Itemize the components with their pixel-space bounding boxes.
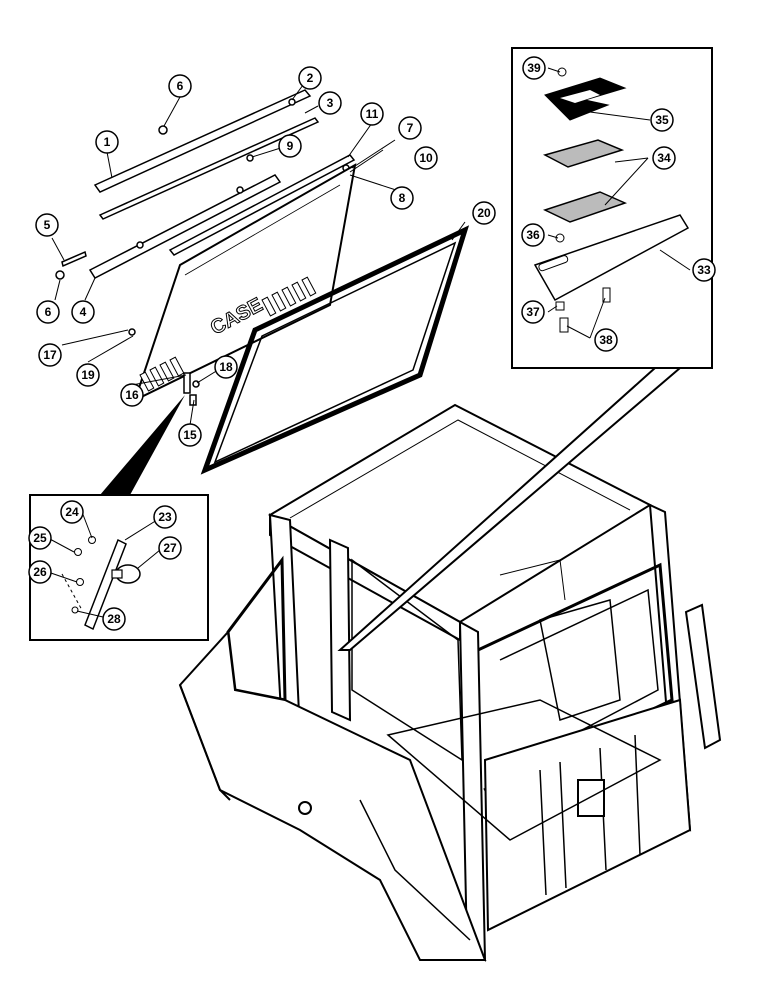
- callout-label-33: 33: [697, 263, 711, 277]
- callout-circle-11: [360, 102, 384, 126]
- callout-label-27: 27: [163, 541, 177, 555]
- cab-frame: [178, 403, 722, 962]
- callout-circle-28: [102, 607, 126, 631]
- callout-circle-19: [76, 363, 100, 387]
- callout-label-17: 17: [43, 348, 57, 362]
- callout-label-18: 18: [219, 360, 233, 374]
- callout-group: 1234566789101115161718192023242526272833…: [28, 56, 716, 631]
- callout-label-23: 23: [158, 510, 172, 524]
- callout-label-5: 5: [44, 218, 51, 232]
- callout-circle-2: [298, 66, 322, 90]
- callout-circle-8: [390, 186, 414, 210]
- callout-label-24: 24: [65, 505, 79, 519]
- callout-label-7: 7: [407, 121, 414, 135]
- callout-circle-15: [178, 423, 202, 447]
- callout-circle-20: [472, 201, 496, 225]
- callout-circle-33: [692, 258, 716, 282]
- callout-label-9: 9: [287, 139, 294, 153]
- callout-circle-9: [278, 134, 302, 158]
- callout-circle-26: [28, 560, 52, 584]
- callout-circle-23: [153, 505, 177, 529]
- callout-circle-38: [594, 328, 618, 352]
- callout-label-20: 20: [477, 206, 491, 220]
- callout-circle-17: [38, 343, 62, 367]
- callout-circle-16: [120, 383, 144, 407]
- callout-circle-5: [35, 213, 59, 237]
- callout-label-38: 38: [599, 333, 613, 347]
- callout-circle-27: [158, 536, 182, 560]
- callout-label-25: 25: [33, 531, 47, 545]
- leader-lines: [47, 67, 691, 618]
- callout-circle-6: [36, 300, 60, 324]
- callout-label-28: 28: [107, 612, 121, 626]
- window-glass: CASE: [133, 163, 357, 402]
- callout-circle-7: [398, 116, 422, 140]
- callout-circle-25: [28, 526, 52, 550]
- callout-label-3: 3: [327, 96, 334, 110]
- callout-circle-34: [652, 146, 676, 170]
- callout-label-16: 16: [125, 388, 139, 402]
- callout-label-1: 1: [104, 135, 111, 149]
- callout-label-39: 39: [527, 61, 541, 75]
- callout-circle-6: [168, 74, 192, 98]
- callout-label-4: 4: [80, 305, 87, 319]
- callout-circle-18: [214, 355, 238, 379]
- callout-circle-35: [650, 108, 674, 132]
- callout-circle-36: [521, 223, 545, 247]
- callout-label-10: 10: [419, 151, 433, 165]
- callout-label-6: 6: [177, 79, 184, 93]
- callout-label-2: 2: [307, 71, 314, 85]
- callout-circle-3: [318, 91, 342, 115]
- callout-circle-39: [522, 56, 546, 80]
- callout-label-36: 36: [526, 228, 540, 242]
- callout-label-15: 15: [183, 428, 197, 442]
- callout-label-34: 34: [657, 151, 671, 165]
- hinge-parts: [55, 89, 356, 388]
- callout-circle-37: [521, 300, 545, 324]
- callout-label-11: 11: [366, 107, 379, 121]
- callout-label-8: 8: [399, 191, 406, 205]
- callout-circle-24: [60, 500, 84, 524]
- callout-circle-10: [414, 146, 438, 170]
- callout-label-26: 26: [33, 565, 47, 579]
- callout-label-6: 6: [45, 305, 52, 319]
- callout-label-35: 35: [655, 113, 669, 127]
- window-seal: [200, 225, 470, 475]
- stowage-tray-inset: [337, 47, 713, 651]
- callout-label-19: 19: [81, 368, 95, 382]
- callout-circle-4: [71, 300, 95, 324]
- callout-label-37: 37: [526, 305, 540, 319]
- callout-circle-1: [95, 130, 119, 154]
